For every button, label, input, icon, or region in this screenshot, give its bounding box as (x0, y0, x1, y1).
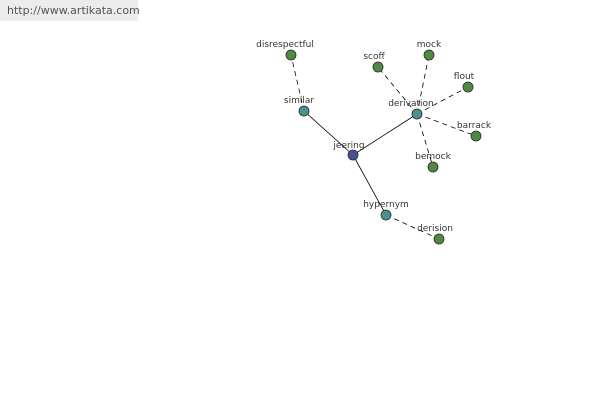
node-label-disrespectful[interactable]: disrespectful (256, 40, 314, 50)
edge-hypernym-derision (385, 214, 440, 240)
node-jeering[interactable]: jeering (332, 141, 365, 161)
edge-jeering-derivation (352, 113, 418, 156)
nodes-layer: jeering similar derivation hypernym disrespe… (256, 40, 492, 245)
node-flout[interactable]: flout (454, 72, 475, 93)
node-marker-scoff[interactable] (372, 61, 384, 73)
node-label-hypernym[interactable]: hypernym (363, 200, 409, 210)
node-derivation[interactable]: derivation (388, 99, 434, 120)
node-label-mock[interactable]: mock (417, 40, 442, 50)
node-marker-flout[interactable] (462, 81, 474, 93)
node-marker-derivation[interactable] (411, 108, 423, 120)
node-label-scoff[interactable]: scoff (363, 52, 385, 62)
edge-derivation-mock (416, 54, 430, 115)
node-label-derivation[interactable]: derivation (388, 99, 434, 109)
node-label-derision[interactable]: derision (417, 224, 453, 234)
edge-derivation-flout (416, 86, 469, 115)
node-marker-hypernym[interactable] (380, 209, 392, 221)
node-mock[interactable]: mock (417, 40, 442, 61)
node-label-flout[interactable]: flout (454, 72, 475, 82)
node-label-similar[interactable]: similar (284, 96, 314, 106)
node-barrack[interactable]: barrack (457, 121, 492, 142)
edge-similar-disrespectful (290, 54, 305, 112)
edge-jeering-similar (303, 110, 354, 156)
edge-derivation-barrack (416, 113, 477, 137)
node-disrespectful[interactable]: disrespectful (256, 40, 314, 61)
node-label-jeering[interactable]: jeering (332, 141, 364, 151)
node-similar[interactable]: similar (284, 96, 314, 117)
node-marker-disrespectful[interactable] (285, 49, 297, 61)
node-marker-bemock[interactable] (427, 161, 439, 173)
node-bemock[interactable]: bemock (415, 152, 452, 173)
node-derision[interactable]: derision (417, 224, 453, 245)
edge-derivation-scoff (377, 66, 418, 115)
node-label-bemock[interactable]: bemock (415, 152, 451, 162)
node-marker-barrack[interactable] (470, 130, 482, 142)
edges-layer (290, 54, 477, 240)
node-marker-derision[interactable] (433, 233, 445, 245)
node-marker-mock[interactable] (423, 49, 435, 61)
node-hypernym[interactable]: hypernym (363, 200, 409, 221)
node-marker-jeering[interactable] (347, 149, 359, 161)
source-url[interactable]: http://www.artikata.com (0, 0, 140, 21)
node-label-barrack[interactable]: barrack (457, 121, 492, 131)
edge-derivation-bemock (416, 113, 434, 168)
edge-jeering-hypernym (352, 154, 387, 216)
node-marker-similar[interactable] (298, 105, 310, 117)
node-scoff[interactable]: scoff (363, 52, 385, 73)
